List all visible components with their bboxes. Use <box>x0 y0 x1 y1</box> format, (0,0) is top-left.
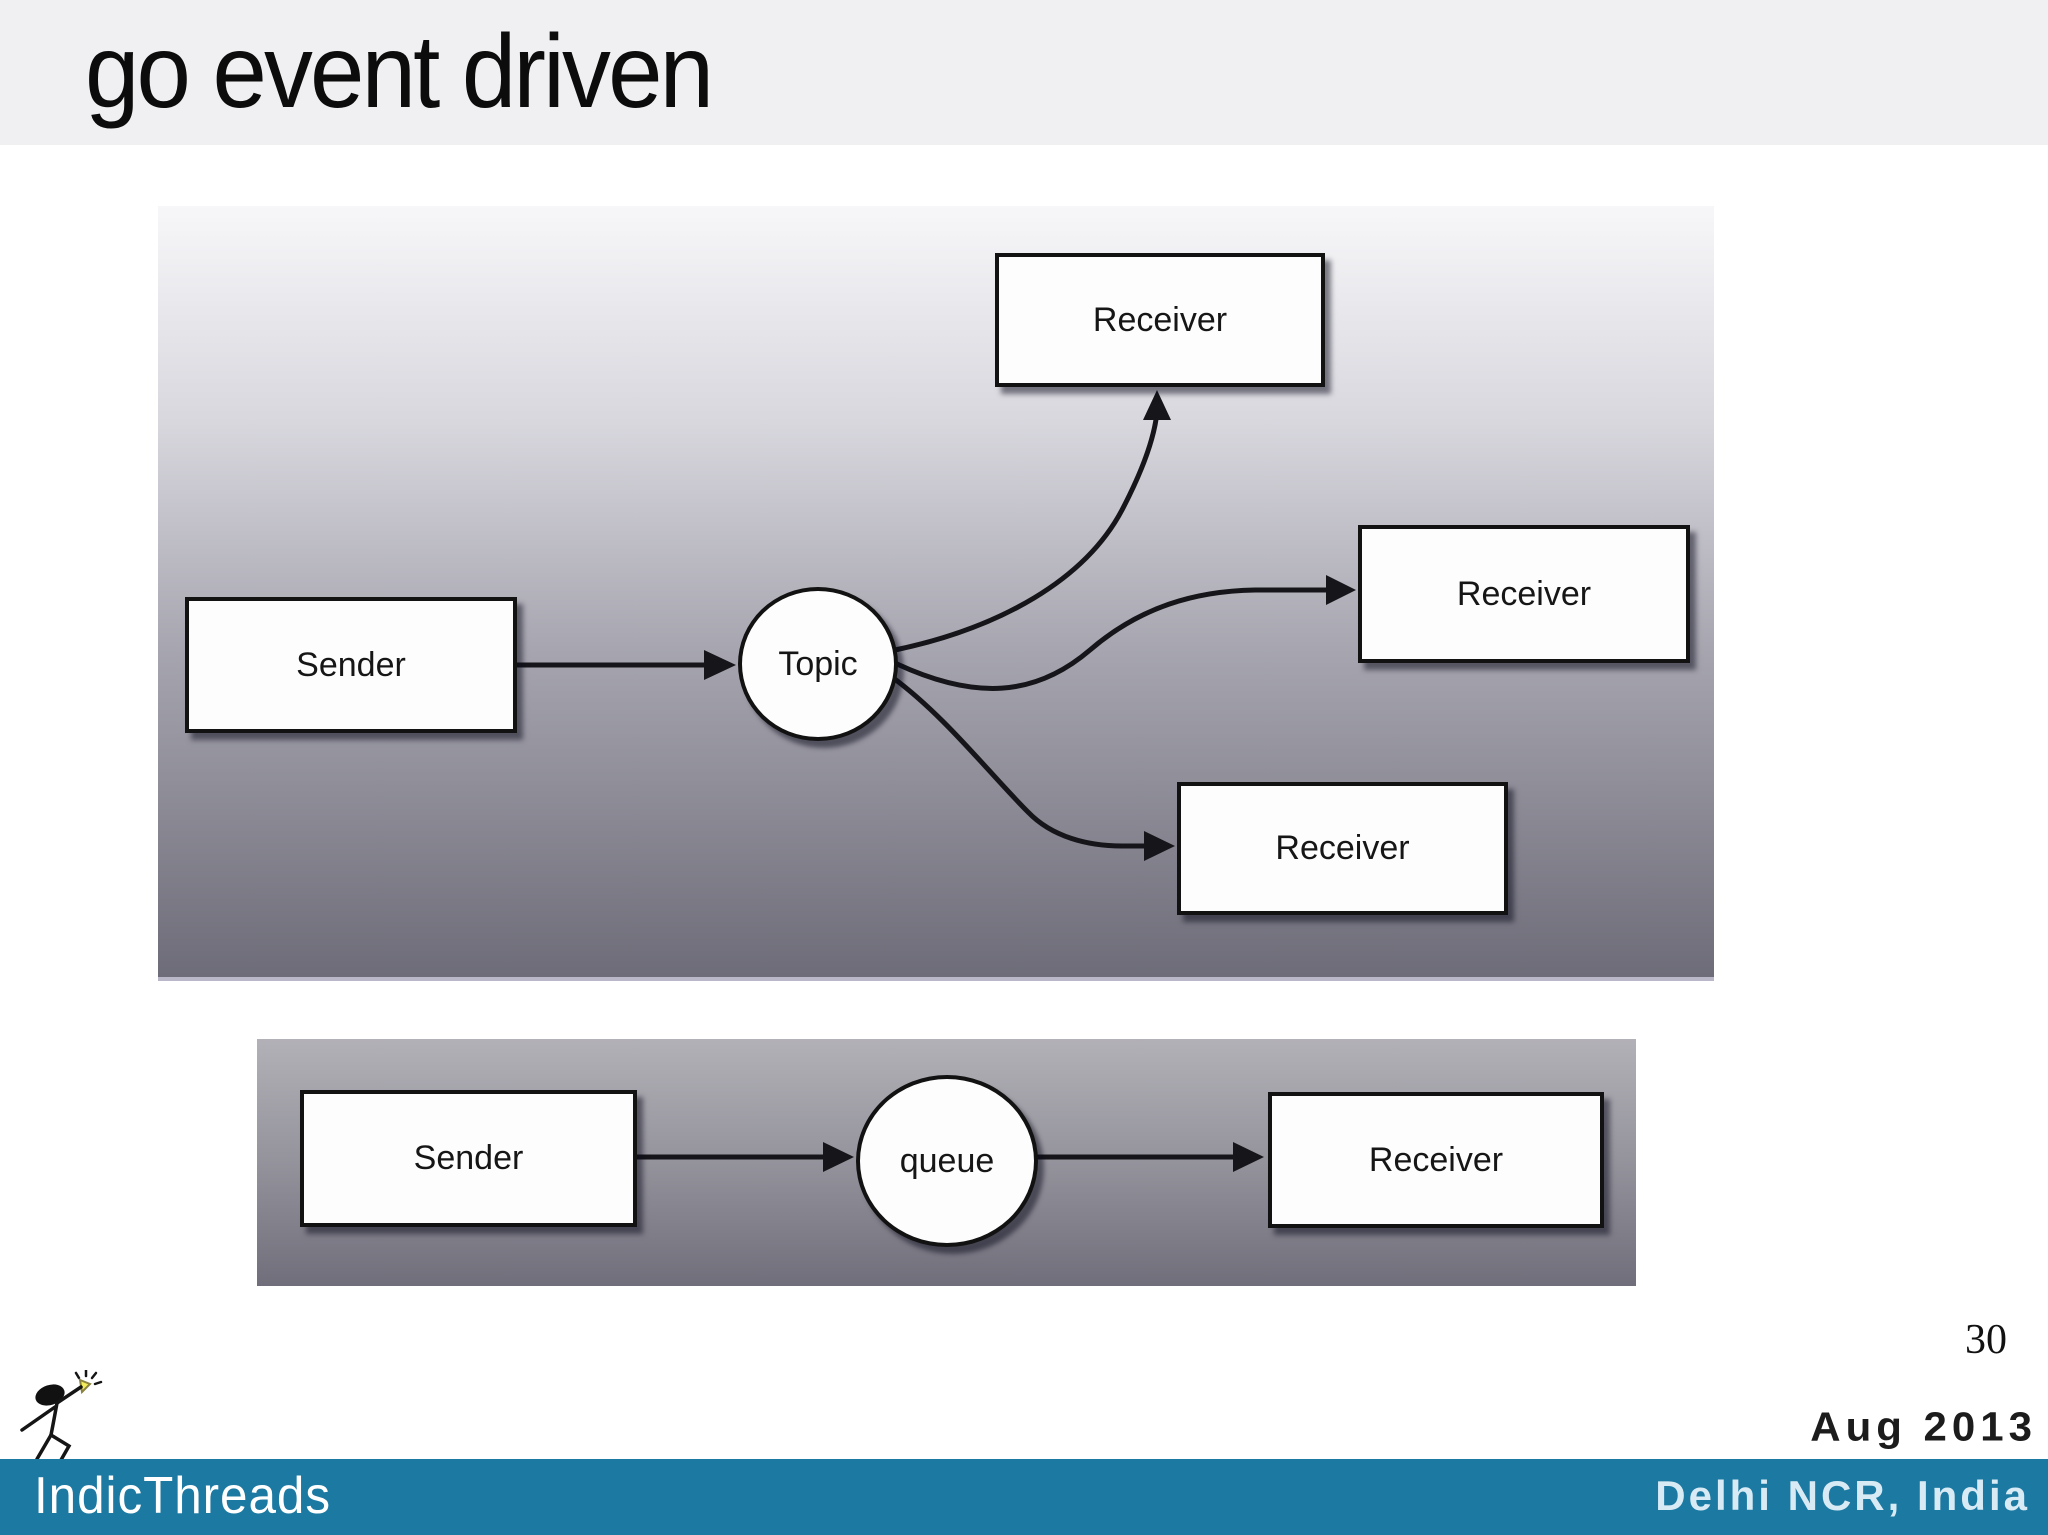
date-label: Aug 2013 <box>1810 1403 2037 1450</box>
footer-bar: IndicThreads Delhi NCR, India <box>0 1459 2048 1535</box>
location-label: Delhi NCR, India <box>1655 1472 2030 1520</box>
pubsub-receiver-box-middle: Receiver <box>1358 525 1690 663</box>
queue-circle: queue <box>856 1075 1038 1247</box>
pubsub-sender-box: Sender <box>185 597 517 733</box>
pubsub-receiver-label-top: Receiver <box>1092 300 1228 339</box>
topic-label: Topic <box>778 644 858 683</box>
queue-sender-label: Sender <box>413 1139 524 1177</box>
pubsub-receiver-box-bottom: Receiver <box>1177 782 1508 915</box>
page-number: 30 <box>1965 1317 2007 1363</box>
queue-sender-box: Sender <box>300 1090 637 1227</box>
pubsub-receiver-label-bottom: Receiver <box>1275 829 1410 867</box>
title-band: go event driven <box>0 0 2048 145</box>
pubsub-sender-label: Sender <box>296 645 406 684</box>
queue-receiver-label: Receiver <box>1368 1140 1504 1179</box>
brand-label: IndicThreads <box>34 1466 331 1525</box>
queue-receiver-box: Receiver <box>1268 1092 1604 1228</box>
page-title: go event driven <box>85 14 714 130</box>
queue-label: queue <box>899 1141 995 1180</box>
pubsub-receiver-label-middle: Receiver <box>1456 574 1592 613</box>
stick-figure-lightbulb-icon <box>20 1370 103 1460</box>
topic-circle: Topic <box>738 587 898 741</box>
pubsub-receiver-box-top: Receiver <box>995 253 1325 387</box>
